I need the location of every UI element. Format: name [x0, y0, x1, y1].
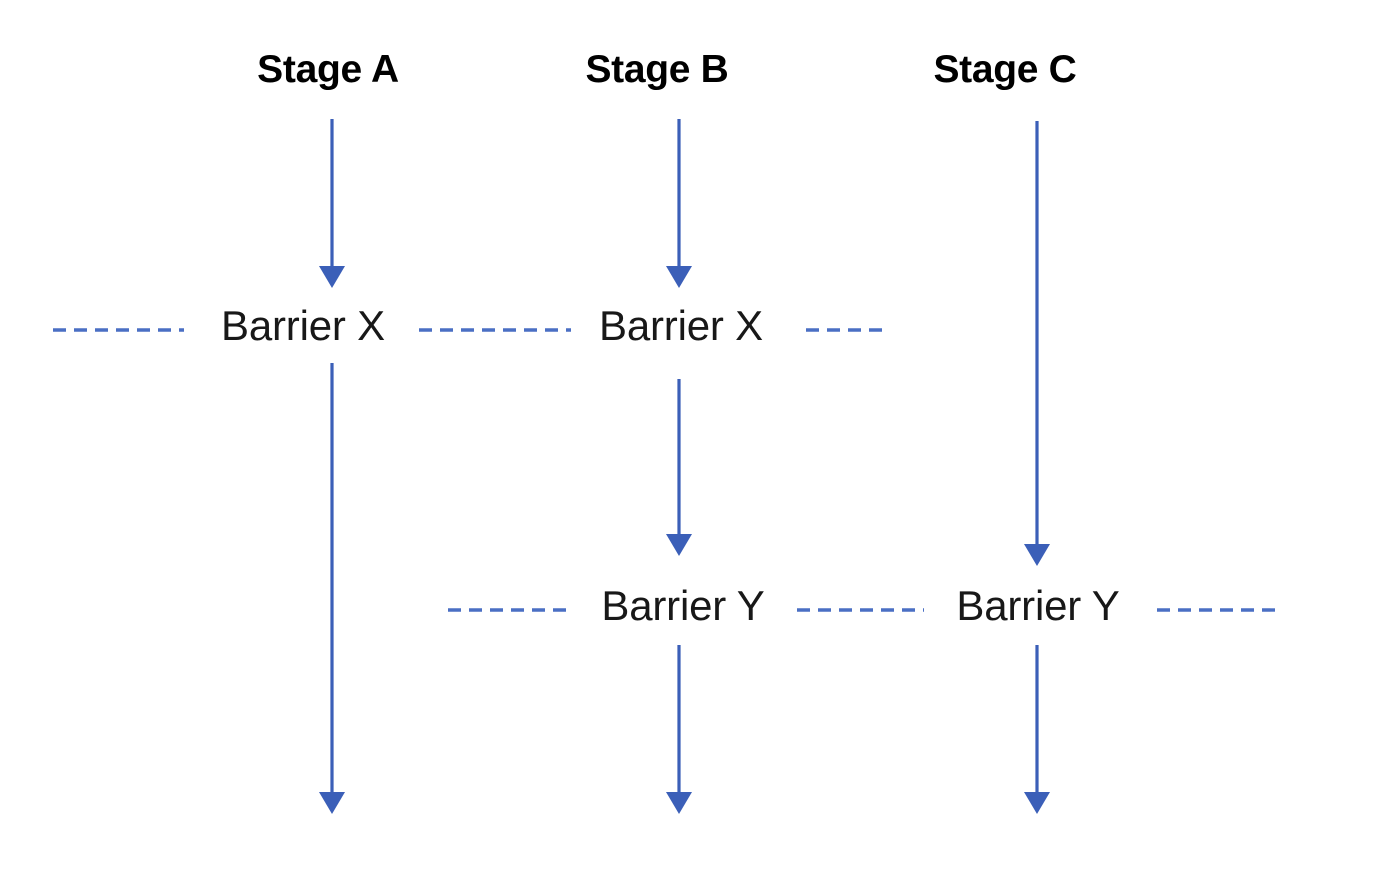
- stage-label-c: Stage C: [933, 48, 1077, 91]
- arrow-b-barrier-x-to-barrier-y: [666, 379, 692, 556]
- dash-left-of-b-barrier-y: [448, 608, 572, 612]
- stage-label-b: Stage B: [585, 48, 729, 91]
- arrow-stage-a-to-barrier-x: [319, 119, 345, 288]
- barrier-label-b-0: Barrier X: [599, 302, 763, 349]
- stage-label-a: Stage A: [257, 48, 399, 91]
- dash-right-of-b-barrier-x: [806, 328, 890, 332]
- arrow-stage-c-to-barrier-y: [1024, 121, 1050, 566]
- barrier-label-c-0: Barrier Y: [956, 582, 1120, 629]
- dash-b-to-c-barrier-y: [797, 608, 924, 612]
- barrier-label-b-1: Barrier Y: [601, 582, 765, 629]
- dash-right-of-c-barrier-y: [1157, 608, 1283, 612]
- barrier-label-a-0: Barrier X: [221, 302, 385, 349]
- arrow-a-barrier-x-to-out: [319, 363, 345, 814]
- arrow-stage-b-to-barrier-x: [666, 119, 692, 288]
- arrow-c-barrier-y-to-out: [1024, 645, 1050, 814]
- arrow-b-barrier-y-to-out: [666, 645, 692, 814]
- dash-a-to-b-barrier-x: [419, 328, 571, 332]
- dash-left-of-a-barrier-x: [53, 328, 184, 332]
